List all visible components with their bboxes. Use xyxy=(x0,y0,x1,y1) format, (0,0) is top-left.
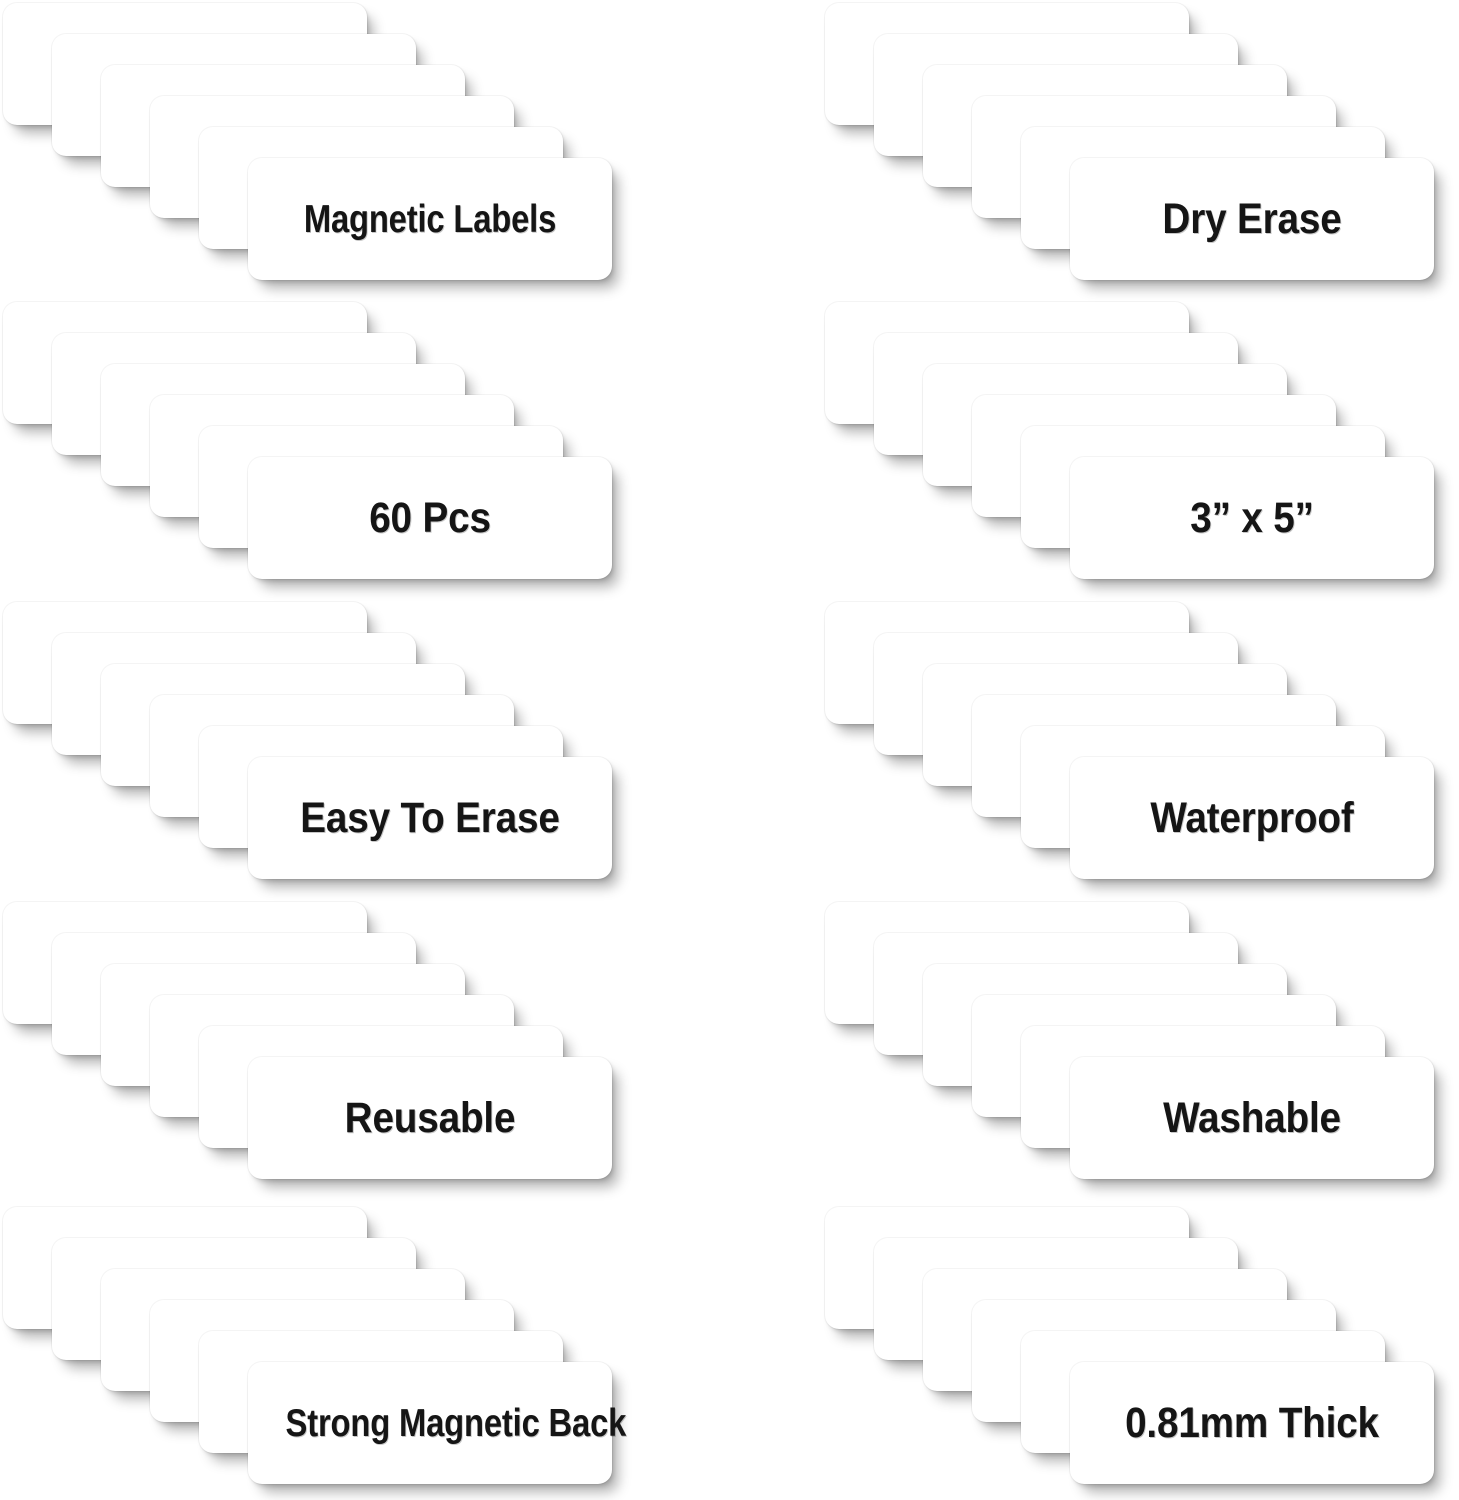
feature-caption-waterproof: Waterproof xyxy=(1150,793,1354,842)
front-label-card-strong-magnetic-back: Strong Magnetic Back xyxy=(248,1362,627,1484)
feature-caption-easy-to-erase: Easy To Erase xyxy=(300,793,560,842)
feature-card-stack-reusable: Reusable xyxy=(0,902,620,1192)
feature-card-stack-waterproof: Waterproof xyxy=(822,602,1442,892)
feature-card-stack-dry-erase: Dry Erase xyxy=(822,3,1442,293)
feature-card-stack-easy-to-erase: Easy To Erase xyxy=(0,602,620,892)
feature-caption-magnetic-labels: Magnetic Labels xyxy=(303,197,557,241)
front-label-card-thickness: 0.81mm Thick xyxy=(1070,1362,1434,1484)
front-label-card-magnetic-labels: Magnetic Labels xyxy=(248,158,612,280)
feature-card-stack-washable: Washable xyxy=(822,902,1442,1192)
feature-caption-dimensions: 3” x 5” xyxy=(1190,493,1314,542)
feature-card-stack-60-pcs: 60 Pcs xyxy=(0,302,620,592)
feature-caption-washable: Washable xyxy=(1163,1093,1341,1142)
front-label-card-dimensions: 3” x 5” xyxy=(1070,457,1434,579)
front-label-card-washable: Washable xyxy=(1070,1057,1434,1179)
front-label-card-60-pcs: 60 Pcs xyxy=(248,457,612,579)
feature-caption-60-pcs: 60 Pcs xyxy=(369,493,491,542)
feature-caption-reusable: Reusable xyxy=(344,1093,516,1142)
front-label-card-reusable: Reusable xyxy=(248,1057,612,1179)
front-label-card-easy-to-erase: Easy To Erase xyxy=(248,757,612,879)
feature-caption-dry-erase: Dry Erase xyxy=(1162,194,1342,243)
front-label-card-waterproof: Waterproof xyxy=(1070,757,1434,879)
feature-card-stack-magnetic-labels: Magnetic Labels xyxy=(0,3,620,293)
feature-card-stack-dimensions: 3” x 5” xyxy=(822,302,1442,592)
feature-caption-thickness: 0.81mm Thick xyxy=(1125,1398,1379,1447)
feature-card-stack-strong-magnetic-back: Strong Magnetic Back xyxy=(0,1207,627,1497)
feature-caption-strong-magnetic-back: Strong Magnetic Back xyxy=(285,1401,627,1445)
front-label-card-dry-erase: Dry Erase xyxy=(1070,158,1434,280)
feature-card-stack-thickness: 0.81mm Thick xyxy=(822,1207,1442,1497)
